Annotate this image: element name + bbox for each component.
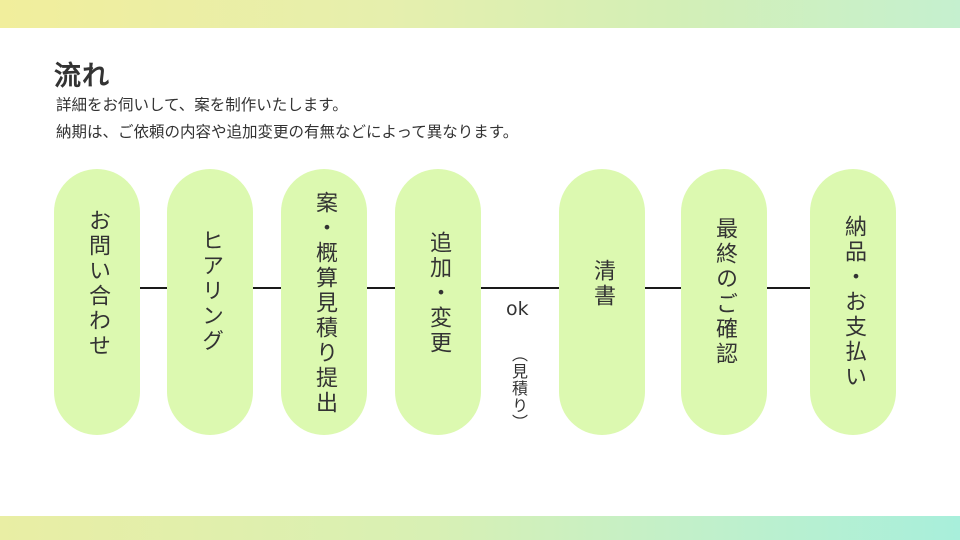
connector-4-5 <box>481 287 560 289</box>
connector-2-3 <box>253 287 282 289</box>
step-clean-copy: 清書 <box>559 169 645 435</box>
connector-1-2 <box>140 287 168 289</box>
step-label: ヒアリング <box>198 229 223 354</box>
step-label: 追加・変更 <box>426 231 451 356</box>
step-label: 最終のご確認 <box>712 217 737 367</box>
connector-3-4 <box>367 287 396 289</box>
slide-title: 流れ <box>54 61 110 92</box>
step-label: お問い合わせ <box>85 209 110 359</box>
description-line-2: 納期は、ご依頼の内容や追加変更の有無などによって異なります。 <box>56 123 519 141</box>
bottom-gradient-band <box>0 516 960 540</box>
connector-5-6 <box>645 287 682 289</box>
step-revision: 追加・変更 <box>395 169 481 435</box>
step-hearing: ヒアリング <box>167 169 253 435</box>
step-proposal-estimate: 案・概算見積り提出 <box>281 169 367 435</box>
step-label: 納品・お支払い <box>841 215 866 390</box>
step-label: 案・概算見積り提出 <box>312 191 337 416</box>
step-label: 清書 <box>590 259 615 309</box>
description-line-1: 詳細をお伺いして、案を制作いたします。 <box>56 96 348 114</box>
ok-label: ok <box>506 298 529 320</box>
step-final-check: 最終のご確認 <box>681 169 767 435</box>
ok-estimate-note: （見積り） <box>509 346 528 431</box>
step-inquiry: お問い合わせ <box>54 169 140 435</box>
connector-6-7 <box>767 287 811 289</box>
step-delivery-payment: 納品・お支払い <box>810 169 896 435</box>
top-gradient-band <box>0 0 960 28</box>
